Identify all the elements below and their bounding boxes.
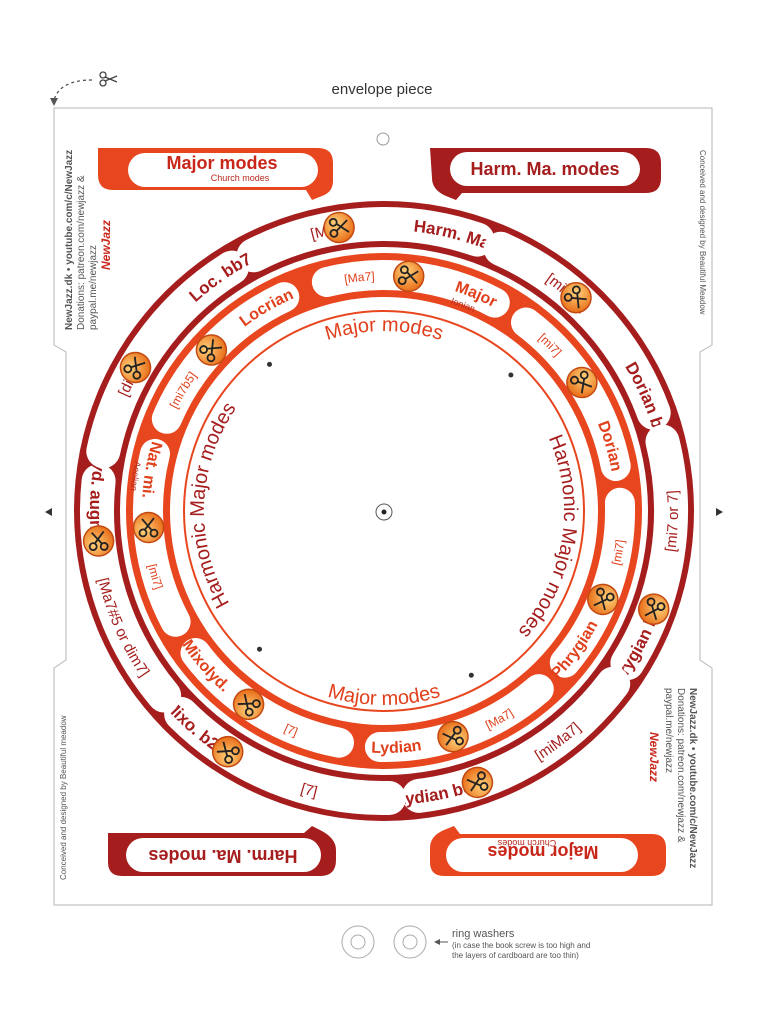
- inner-chord-label: [mi7]: [609, 539, 627, 567]
- inner-mode-subtitle: Aeolian: [129, 460, 143, 491]
- segment-pill: [86, 250, 249, 469]
- tab-top-left-subtitle: Church modes: [211, 173, 270, 183]
- credit-right-line1: NewJazz.dk • youtube.com/c/NewJazz: [687, 688, 698, 868]
- tab-bottom-right-title: Major modes: [487, 842, 598, 862]
- credits-left-bottom: Conceived and designed by Beautiful mead…: [59, 715, 68, 880]
- scissors-icon: [99, 71, 118, 87]
- center-hole-icon: [375, 503, 393, 521]
- segment-pill: [164, 696, 406, 816]
- segment-pill: [610, 424, 689, 681]
- ring-washer-icon: [341, 925, 375, 959]
- tab-top-right-title: Harm. Ma. modes: [470, 159, 619, 179]
- credits-right: NewJazz.dk • youtube.com/c/NewJazz Donat…: [647, 688, 698, 868]
- segment-pill: [80, 464, 182, 713]
- separator-dot: [257, 646, 262, 652]
- tab-top-left: Major modes Church modes: [98, 148, 333, 200]
- segment-pill: [402, 666, 631, 813]
- logo-left: NewJazz: [99, 220, 113, 270]
- credit-left-bottom: Conceived and designed by Beautiful mead…: [59, 715, 68, 880]
- tab-top-right: Harm. Ma. modes: [430, 148, 661, 200]
- segment-pill: [483, 231, 671, 430]
- inner-mode-name: Lydian: [371, 737, 423, 757]
- washer-title: ring washers: [452, 928, 515, 940]
- page-title: envelope piece: [332, 81, 433, 98]
- inner-chord-label: [7]: [282, 721, 300, 739]
- segment-pill: [236, 206, 495, 273]
- ring-washers: ring washers (in case the book screw is …: [341, 925, 590, 960]
- separator-dot: [508, 372, 514, 378]
- tab-bottom-right: Major modes Church modes: [430, 826, 666, 876]
- inner-chord-label: [Ma7]: [343, 269, 375, 286]
- credit-right-line2: Donations: patreon.com/newjazz &: [675, 688, 686, 843]
- inner-segment: Lydian[Ma7]: [364, 674, 554, 763]
- outer-chord-label: [7]: [299, 780, 319, 801]
- logo-right: NewJazz: [647, 732, 661, 782]
- washer-note2: the layers of cardboard are too thin): [452, 951, 579, 960]
- credit-right-line3: paypal.me/newjazz: [663, 688, 674, 773]
- credit-left-line1: NewJazz.dk • youtube.com/c/NewJazz: [64, 150, 75, 330]
- card-outline: [53, 107, 713, 906]
- credits-left: NewJazz.dk • youtube.com/c/NewJazz Donat…: [64, 150, 113, 330]
- credit-left-line3: paypal.me/newjazz: [88, 245, 99, 330]
- tab-bottom-left: Harm. Ma. modes: [108, 826, 336, 876]
- credits-right-top: Conceived and designed by Beautiful Mead…: [698, 150, 707, 315]
- tab-top-left-title: Major modes: [166, 153, 277, 173]
- hole-icon: [376, 132, 390, 146]
- arrow-left-icon: [53, 79, 93, 101]
- credit-right-top: Conceived and designed by Beautiful Mead…: [698, 150, 707, 315]
- separator-dot: [468, 672, 474, 678]
- separator-dot: [267, 361, 272, 367]
- credit-left-line2: Donations: patreon.com/newjazz &: [76, 175, 87, 330]
- inner-segment: [mi7]Dorian: [511, 307, 631, 481]
- ring-washer-icon: [393, 925, 427, 959]
- inner-segment: Nat. mi.[mi7]Aeolian: [129, 438, 191, 637]
- washer-note1: (in case the book screw is too high and: [452, 941, 590, 950]
- inner-mode-segments: [Ma7]MajorIonian[mi7]DorianPhrygian[mi7]…: [129, 258, 636, 763]
- tab-bottom-right-subtitle: Church modes: [497, 838, 556, 848]
- outer-chord-label: [mi7 or 7]: [662, 490, 682, 553]
- tab-bottom-left-title: Harm. Ma. modes: [148, 846, 297, 866]
